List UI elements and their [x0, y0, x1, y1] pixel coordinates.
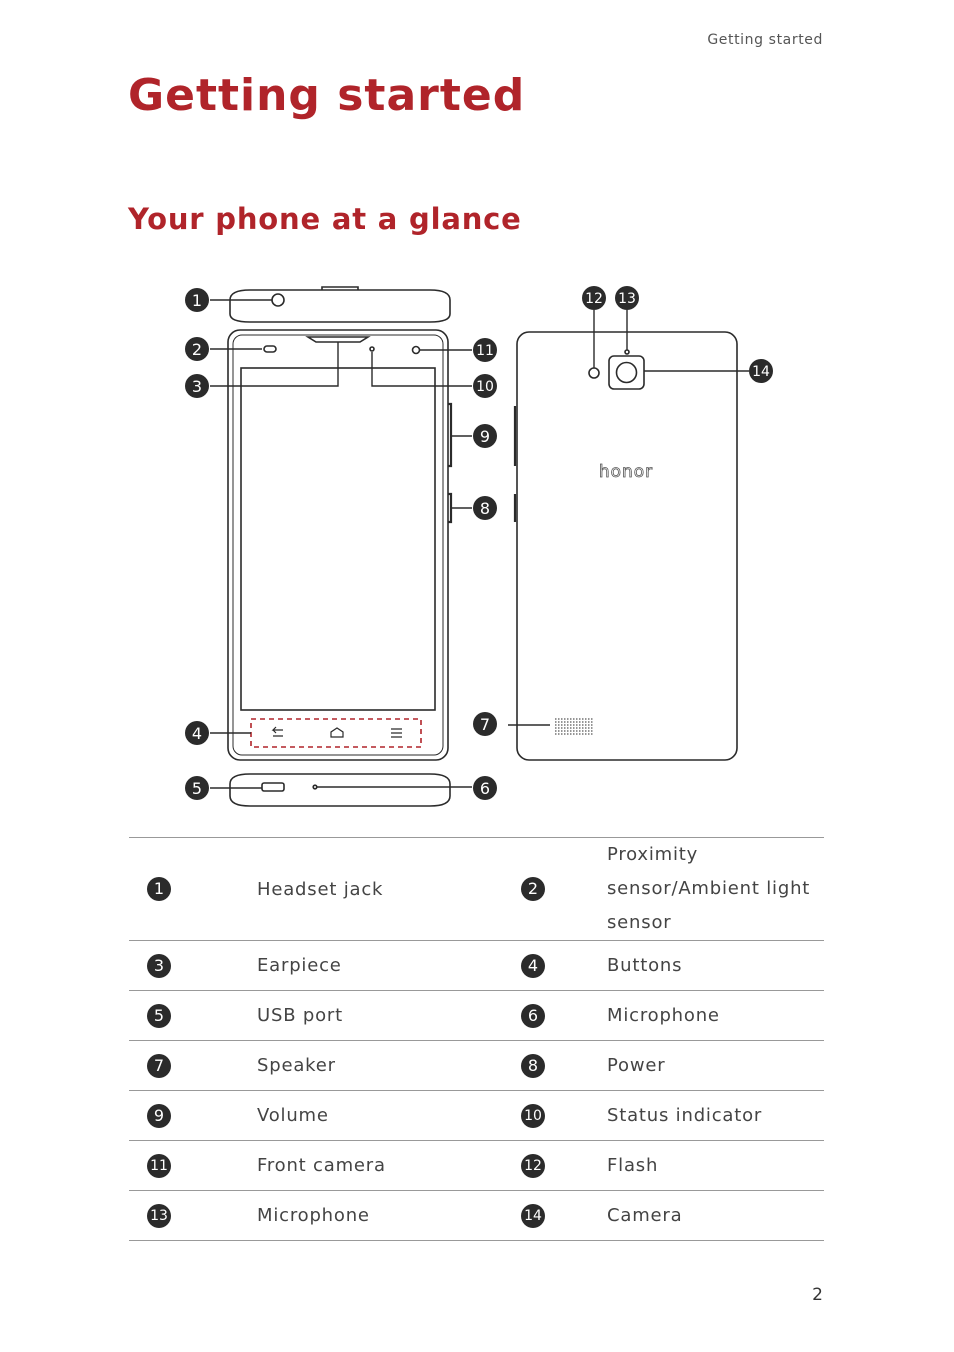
- legend-label: Status indicator: [607, 1090, 824, 1141]
- legend-number: 8: [521, 1053, 545, 1078]
- svg-text:3: 3: [192, 377, 202, 396]
- callout-7: 7: [473, 712, 497, 736]
- headset-jack-icon: [271, 293, 285, 307]
- legend-number: 10: [521, 1103, 545, 1128]
- svg-text:9: 9: [480, 427, 490, 446]
- page-number: 2: [812, 1285, 823, 1305]
- volume-rocker: [448, 402, 453, 468]
- legend-number: 2: [521, 877, 545, 901]
- legend-label: Earpiece: [257, 940, 503, 991]
- svg-text:4: 4: [192, 724, 202, 743]
- legend-number: 7: [147, 1053, 171, 1078]
- svg-text:2: 2: [192, 340, 202, 359]
- legend-number: 12: [521, 1153, 545, 1178]
- running-header: Getting started: [707, 32, 823, 48]
- chapter-title: Getting started: [128, 70, 526, 121]
- home-key-icon: [330, 727, 344, 738]
- legend-label: Volume: [257, 1090, 503, 1141]
- rear-microphone-icon: [624, 349, 630, 355]
- proximity-sensor-icon: [263, 345, 277, 353]
- table-row: 5 USB port 6 Microphone: [129, 990, 824, 1041]
- phone-front: [227, 329, 449, 761]
- honor-logo: honor: [599, 462, 653, 482]
- earpiece-icon: [305, 336, 371, 343]
- callout-12: 12: [582, 286, 606, 310]
- phone-top-edge: [229, 289, 451, 323]
- flash-icon: [588, 367, 600, 379]
- callout-11: 11: [473, 338, 497, 362]
- menu-key-icon: [391, 728, 402, 738]
- svg-text:1: 1: [192, 291, 202, 310]
- svg-text:6: 6: [480, 779, 490, 798]
- legend-number: 4: [521, 953, 545, 978]
- legend-number: 5: [147, 1003, 171, 1028]
- legend-label: Microphone: [607, 990, 824, 1041]
- usb-port-icon: [261, 782, 285, 792]
- table-row: 13 Microphone 14 Camera: [129, 1190, 824, 1241]
- legend-label: Buttons: [607, 940, 824, 991]
- table-row: 7 Speaker 8 Power: [129, 1040, 824, 1091]
- callout-6: 6: [473, 776, 497, 800]
- svg-text:12: 12: [585, 291, 603, 307]
- svg-text:7: 7: [480, 715, 490, 734]
- legend-number: 11: [147, 1153, 171, 1178]
- legend-number: 9: [147, 1103, 171, 1128]
- table-row: 9 Volume 10 Status indicator: [129, 1090, 824, 1141]
- bottom-microphone-icon: [312, 784, 318, 790]
- front-camera-icon: [411, 345, 421, 355]
- legend-label: Proximity sensor/Ambient light sensor: [607, 837, 824, 941]
- svg-text:8: 8: [480, 499, 490, 518]
- callout-2: 2: [185, 337, 209, 361]
- section-title: Your phone at a glance: [128, 202, 522, 236]
- callout-8: 8: [473, 496, 497, 520]
- legend-number: 14: [521, 1203, 545, 1228]
- svg-text:5: 5: [192, 779, 202, 798]
- svg-text:13: 13: [618, 291, 636, 307]
- phone-diagram: honor 1 2 3 4 5 6 7 8 9 10 11 12 13 14: [185, 286, 773, 807]
- legend-label: Microphone: [257, 1190, 503, 1241]
- legend-number: 13: [147, 1203, 171, 1228]
- status-indicator-icon: [369, 346, 375, 352]
- callout-1: 1: [185, 288, 209, 312]
- callout-13: 13: [615, 286, 639, 310]
- parts-legend-table: 1 Headset jack 2 Proximity sensor/Ambien…: [129, 837, 824, 1241]
- svg-text:14: 14: [752, 364, 770, 380]
- callout-3: 3: [185, 374, 209, 398]
- legend-label: Front camera: [257, 1140, 503, 1191]
- table-row: 1 Headset jack 2 Proximity sensor/Ambien…: [129, 837, 824, 941]
- legend-number: 3: [147, 953, 171, 978]
- speaker-grille-icon: [555, 718, 593, 735]
- legend-label: USB port: [257, 990, 503, 1041]
- callout-9: 9: [473, 424, 497, 448]
- rear-camera-icon: [608, 355, 645, 390]
- svg-text:11: 11: [476, 343, 494, 359]
- legend-number: 6: [521, 1003, 545, 1028]
- phone-bottom-edge: [229, 773, 451, 807]
- phone-back: [516, 331, 738, 761]
- callout-14: 14: [749, 359, 773, 383]
- legend-label: Flash: [607, 1140, 824, 1191]
- table-row: 3 Earpiece 4 Buttons: [129, 940, 824, 991]
- callout-5: 5: [185, 776, 209, 800]
- table-row: 11 Front camera 12 Flash: [129, 1140, 824, 1191]
- callout-10: 10: [473, 374, 497, 398]
- legend-label: Power: [607, 1040, 824, 1091]
- callout-4: 4: [185, 721, 209, 745]
- front-screen: [240, 367, 436, 711]
- svg-text:10: 10: [476, 379, 494, 395]
- legend-label: Headset jack: [257, 837, 503, 941]
- legend-label: Speaker: [257, 1040, 503, 1091]
- legend-label: Camera: [607, 1190, 824, 1241]
- back-key-icon: [271, 726, 283, 737]
- legend-number: 1: [147, 877, 171, 901]
